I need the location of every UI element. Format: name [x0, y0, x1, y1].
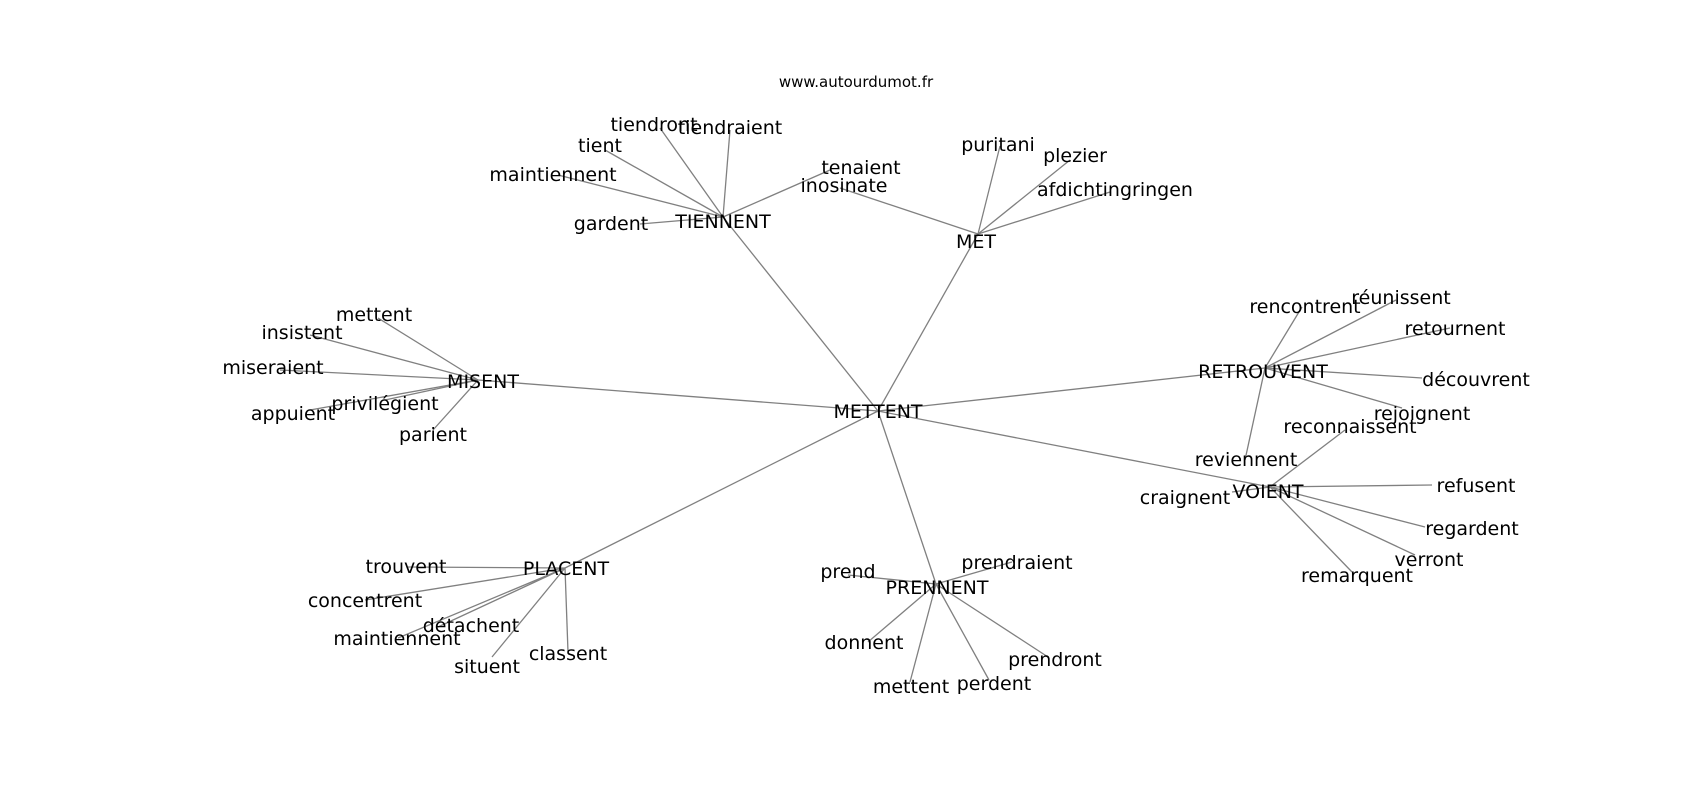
leaf-node[interactable]: perdent	[957, 673, 1031, 695]
edge-voient-leaf	[1269, 484, 1433, 488]
leaf-node[interactable]: gardent	[574, 213, 648, 235]
edge-prennent-leaf	[935, 561, 1013, 585]
cluster-node-voient[interactable]: VOIENT	[1232, 481, 1303, 503]
leaf-node[interactable]: maintiennent	[333, 628, 460, 650]
leaf-node[interactable]: appuient	[251, 403, 335, 425]
edge-tiennent-leaf	[722, 169, 831, 218]
edge-center-voient	[877, 410, 1271, 488]
edge-voient-leaf	[1269, 486, 1353, 573]
edge-misent-leaf	[309, 379, 479, 411]
leaf-node[interactable]: afdichtingringen	[1037, 179, 1193, 201]
edge-retrouvent-leaf	[1264, 367, 1423, 379]
edge-voient-leaf	[1269, 486, 1426, 528]
leaf-node[interactable]: donnent	[825, 632, 904, 654]
leaf-node[interactable]: rejoignent	[1374, 403, 1471, 425]
edge-tiennent-leaf	[639, 216, 724, 225]
edge-prennent-leaf	[867, 583, 937, 643]
edge-retrouvent-leaf	[1264, 306, 1303, 369]
leaf-node[interactable]: tenaient	[821, 157, 900, 179]
edge-misent-leaf	[309, 334, 479, 381]
leaf-node[interactable]: concentrent	[308, 590, 422, 612]
leaf-node[interactable]: situent	[454, 656, 520, 678]
cluster-node-retrouvent[interactable]: RETROUVENT	[1198, 361, 1328, 383]
edge-placent-leaf	[564, 567, 569, 653]
edge-voient-leaf	[1269, 486, 1416, 556]
leaf-node[interactable]: miseraient	[222, 357, 323, 379]
leaf-node[interactable]: puritani	[961, 134, 1035, 156]
leaf-node[interactable]: refusent	[1437, 475, 1516, 497]
edge-retrouvent-leaf	[1264, 299, 1397, 369]
edge-prennent-leaf	[909, 583, 937, 683]
leaf-node[interactable]: insistent	[261, 322, 342, 344]
leaf-node[interactable]: mettent	[336, 304, 412, 326]
edge-tiennent-leaf	[659, 127, 724, 218]
leaf-node[interactable]: prendront	[1008, 649, 1102, 671]
leaf-node[interactable]: privilégient	[331, 393, 438, 415]
edge-center-misent	[477, 379, 879, 412]
leaf-node[interactable]: mettent	[873, 676, 949, 698]
cluster-node-placent[interactable]: PLACENT	[523, 558, 610, 580]
leaf-node[interactable]: plezier	[1043, 145, 1107, 167]
cluster-node-misent[interactable]: MISENT	[447, 371, 519, 393]
leaf-node[interactable]: regardent	[1425, 518, 1519, 540]
edge-retrouvent-leaf	[1264, 327, 1451, 369]
leaf-node[interactable]: prendraient	[961, 552, 1072, 574]
leaf-node[interactable]: rencontrent	[1249, 296, 1360, 318]
edge-met-leaf	[977, 159, 1071, 235]
edge-placent-leaf	[397, 567, 566, 639]
center-node[interactable]: METTENT	[833, 401, 922, 423]
leaf-node[interactable]: détachent	[423, 615, 520, 637]
leaf-node[interactable]: trouvent	[366, 556, 447, 578]
leaf-node[interactable]: tient	[578, 135, 622, 157]
leaf-node[interactable]: découvrent	[1422, 369, 1530, 391]
leaf-node[interactable]: classent	[529, 643, 607, 665]
edge-voient-leaf	[1231, 486, 1271, 493]
cluster-node-prennent[interactable]: PRENNENT	[886, 577, 989, 599]
edge-met-leaf	[839, 187, 979, 235]
edge-retrouvent-leaf	[1264, 367, 1403, 409]
leaf-node[interactable]: verront	[1395, 549, 1464, 571]
graph-labels: www.autourdumot.fr METTENT TIENNENT tiendr…	[222, 73, 1529, 698]
leaf-node[interactable]: reconnaissent	[1283, 416, 1416, 438]
edge-center-prennent	[877, 410, 937, 585]
leaf-node[interactable]: craignent	[1140, 487, 1230, 509]
edge-retrouvent-leaf	[1244, 367, 1266, 461]
edge-prennent-leaf	[935, 583, 1049, 658]
edge-voient-leaf	[1269, 429, 1346, 488]
edge-center-retrouvent	[877, 367, 1266, 412]
edge-placent-leaf	[364, 567, 566, 601]
edge-misent-leaf	[279, 369, 479, 381]
edge-tiennent-leaf	[604, 149, 724, 218]
edge-misent-leaf	[377, 317, 479, 381]
edge-center-tiennent	[722, 216, 879, 412]
edge-misent-leaf	[432, 379, 479, 431]
leaf-node[interactable]: réunissent	[1351, 287, 1450, 309]
edge-placent-leaf	[491, 567, 566, 658]
edge-center-placent	[564, 410, 879, 569]
leaf-node[interactable]: parient	[399, 424, 467, 446]
edge-prennent-leaf	[935, 583, 990, 681]
site-watermark: www.autourdumot.fr	[779, 73, 934, 91]
edge-prennent-leaf	[847, 574, 937, 585]
leaf-node[interactable]: maintiennent	[489, 164, 616, 186]
leaf-node[interactable]: remarquent	[1301, 565, 1413, 587]
edge-placent-leaf	[407, 566, 566, 569]
cluster-node-met[interactable]: MET	[956, 231, 996, 253]
leaf-node[interactable]: reviennent	[1195, 449, 1298, 471]
leaf-node[interactable]: retournent	[1405, 318, 1506, 340]
leaf-node[interactable]: tiendraient	[678, 117, 782, 139]
edge-met-leaf	[977, 145, 1001, 235]
graph-edges	[279, 127, 1451, 683]
cluster-node-tiennent[interactable]: TIENNENT	[674, 211, 771, 233]
edge-placent-leaf	[437, 567, 566, 628]
edge-center-met	[877, 233, 979, 412]
leaf-node[interactable]: prend	[820, 561, 875, 583]
leaf-node[interactable]: tiendront	[610, 114, 697, 136]
leaf-node[interactable]: inosinate	[801, 175, 888, 197]
edge-met-leaf	[977, 191, 1111, 235]
edge-tiennent-leaf	[557, 174, 724, 218]
edge-tiennent-leaf	[722, 129, 731, 218]
